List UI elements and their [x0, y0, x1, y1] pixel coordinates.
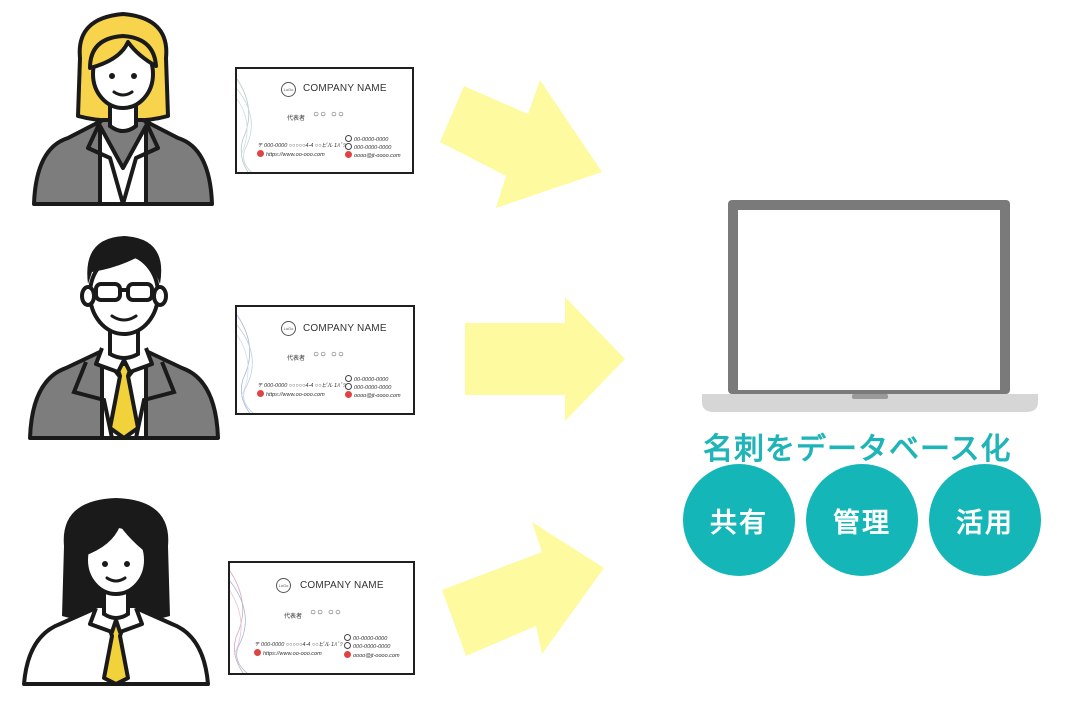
card-tel: 00-0000-0000	[344, 634, 387, 642]
man-glasses-icon	[28, 236, 220, 440]
card-company-name: COMPANY NAME	[303, 83, 387, 94]
card-address: 〒 000-0000 ○○○○○4-4 ○○ビル 1ﾊﾞﾂ	[254, 642, 343, 648]
card-company-name: COMPANY NAME	[300, 580, 384, 591]
card-url: https://www.oo-ooo.com	[257, 390, 325, 398]
card-email: oooo@jt-oooo.com	[345, 151, 401, 159]
card-person-name: ○○ ○○	[310, 607, 342, 618]
card-tel: 00-0000-0000	[345, 135, 388, 143]
card-role: 代表者	[287, 116, 306, 122]
wave-decoration	[230, 570, 248, 673]
business-card: LoGo COMPANY NAME 代表者 ○○ ○○ 00-0000-0000…	[235, 67, 414, 174]
right-arrow-icon	[465, 297, 625, 421]
card-address: 〒 000-0000 ○○○○○4-4 ○○ビル 1ﾊﾞﾂ	[257, 383, 346, 389]
card-role: 代表者	[287, 356, 306, 362]
business-card: LoGo COMPANY NAME 代表者 ○○ ○○ 00-0000-0000…	[228, 561, 415, 675]
card-fax: 000-0000-0000	[345, 143, 391, 151]
card-logo: LoGo	[276, 578, 291, 593]
card-address: 〒 000-0000 ○○○○○4-4 ○○ビル 1ﾊﾞﾂ	[257, 143, 346, 149]
card-url: https://www.oo-ooo.com	[254, 649, 322, 657]
circle-share: 共有	[683, 464, 795, 576]
card-logo: LoGo	[281, 321, 296, 336]
business-card: LoGo COMPANY NAME 代表者 ○○ ○○ 00-0000-0000…	[235, 305, 415, 415]
wave-decoration	[237, 78, 253, 172]
card-logo: LoGo	[281, 82, 296, 97]
laptop-icon	[702, 200, 1038, 412]
card-fax: 000-0000-0000	[344, 642, 390, 650]
card-email: oooo@jt-oooo.com	[344, 651, 400, 659]
card-email: oooo@jt-oooo.com	[345, 391, 401, 399]
circle-manage: 管理	[806, 464, 918, 576]
right-arrow-icon	[440, 80, 602, 208]
caption: 名刺をデータベース化	[703, 432, 1012, 467]
card-fax: 000-0000-0000	[345, 383, 391, 391]
card-role: 代表者	[284, 614, 303, 620]
card-tel: 00-0000-0000	[345, 375, 388, 383]
card-person-name: ○○ ○○	[313, 349, 345, 360]
woman-blonde-icon	[32, 12, 214, 206]
circle-utilize: 活用	[929, 464, 1041, 576]
card-company-name: COMPANY NAME	[303, 323, 387, 334]
wave-decoration	[237, 314, 254, 413]
card-person-name: ○○ ○○	[313, 109, 345, 120]
card-url: https://www.oo-ooo.com	[257, 150, 325, 158]
woman-dark-hair-icon	[22, 498, 210, 686]
right-arrow-icon	[442, 522, 604, 656]
